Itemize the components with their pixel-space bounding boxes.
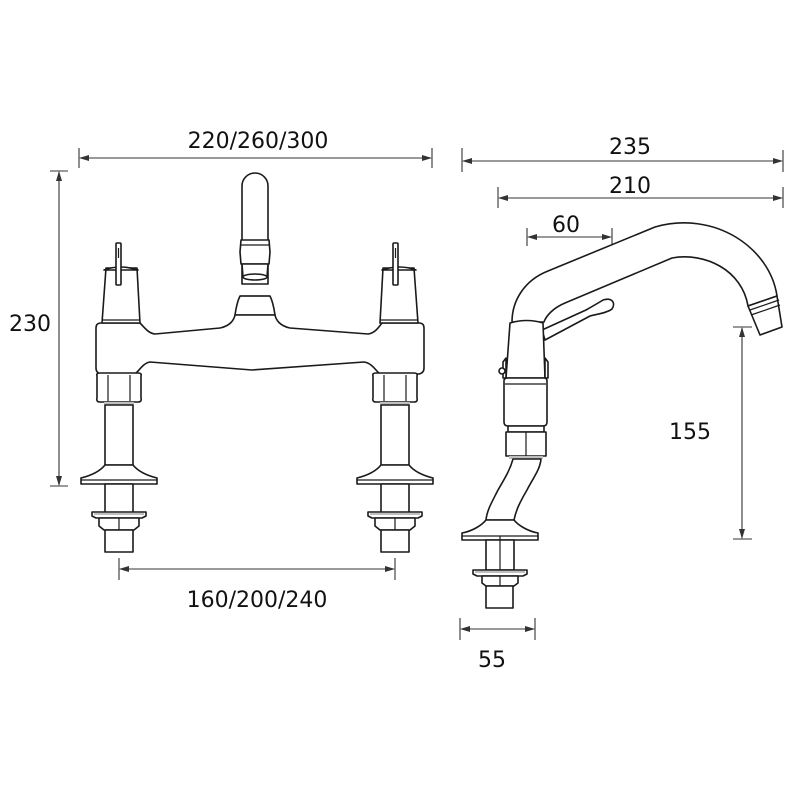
dimension-lever-offset: 60 [526,213,613,246]
dimension-spout-reach: 210 [497,174,784,208]
dimension-overall-width: 220/260/300 [78,129,433,168]
side-offset-tail [461,458,542,609]
front-spout [234,172,276,316]
front-view: 220/260/300 230 [9,129,434,613]
side-spout [511,222,783,336]
base-width-label: 55 [478,648,506,673]
overall-height-label: 230 [9,312,51,337]
lever-offset-label: 60 [552,213,580,238]
side-lever-handle [541,298,615,341]
front-bridge-body [95,314,425,375]
overall-width-label: 220/260/300 [188,129,329,154]
spout-height-label: 155 [669,420,711,445]
dimension-overall-height: 230 [9,170,68,487]
front-left-valve-head [101,242,141,324]
dimension-overall-depth: 235 [461,135,784,172]
dimension-tap-centres: 160/200/240 [118,558,396,613]
dimension-base-width: 55 [459,618,536,673]
spout-reach-label: 210 [609,174,651,199]
side-view: 235 210 60 [459,135,784,673]
front-right-valve-head [379,242,419,324]
front-right-tail [356,372,434,553]
overall-depth-label: 235 [609,135,651,160]
dimension-spout-height: 155 [669,326,752,540]
front-left-tail [80,372,158,553]
side-valve-body [498,319,549,459]
tap-centres-label: 160/200/240 [187,588,328,613]
